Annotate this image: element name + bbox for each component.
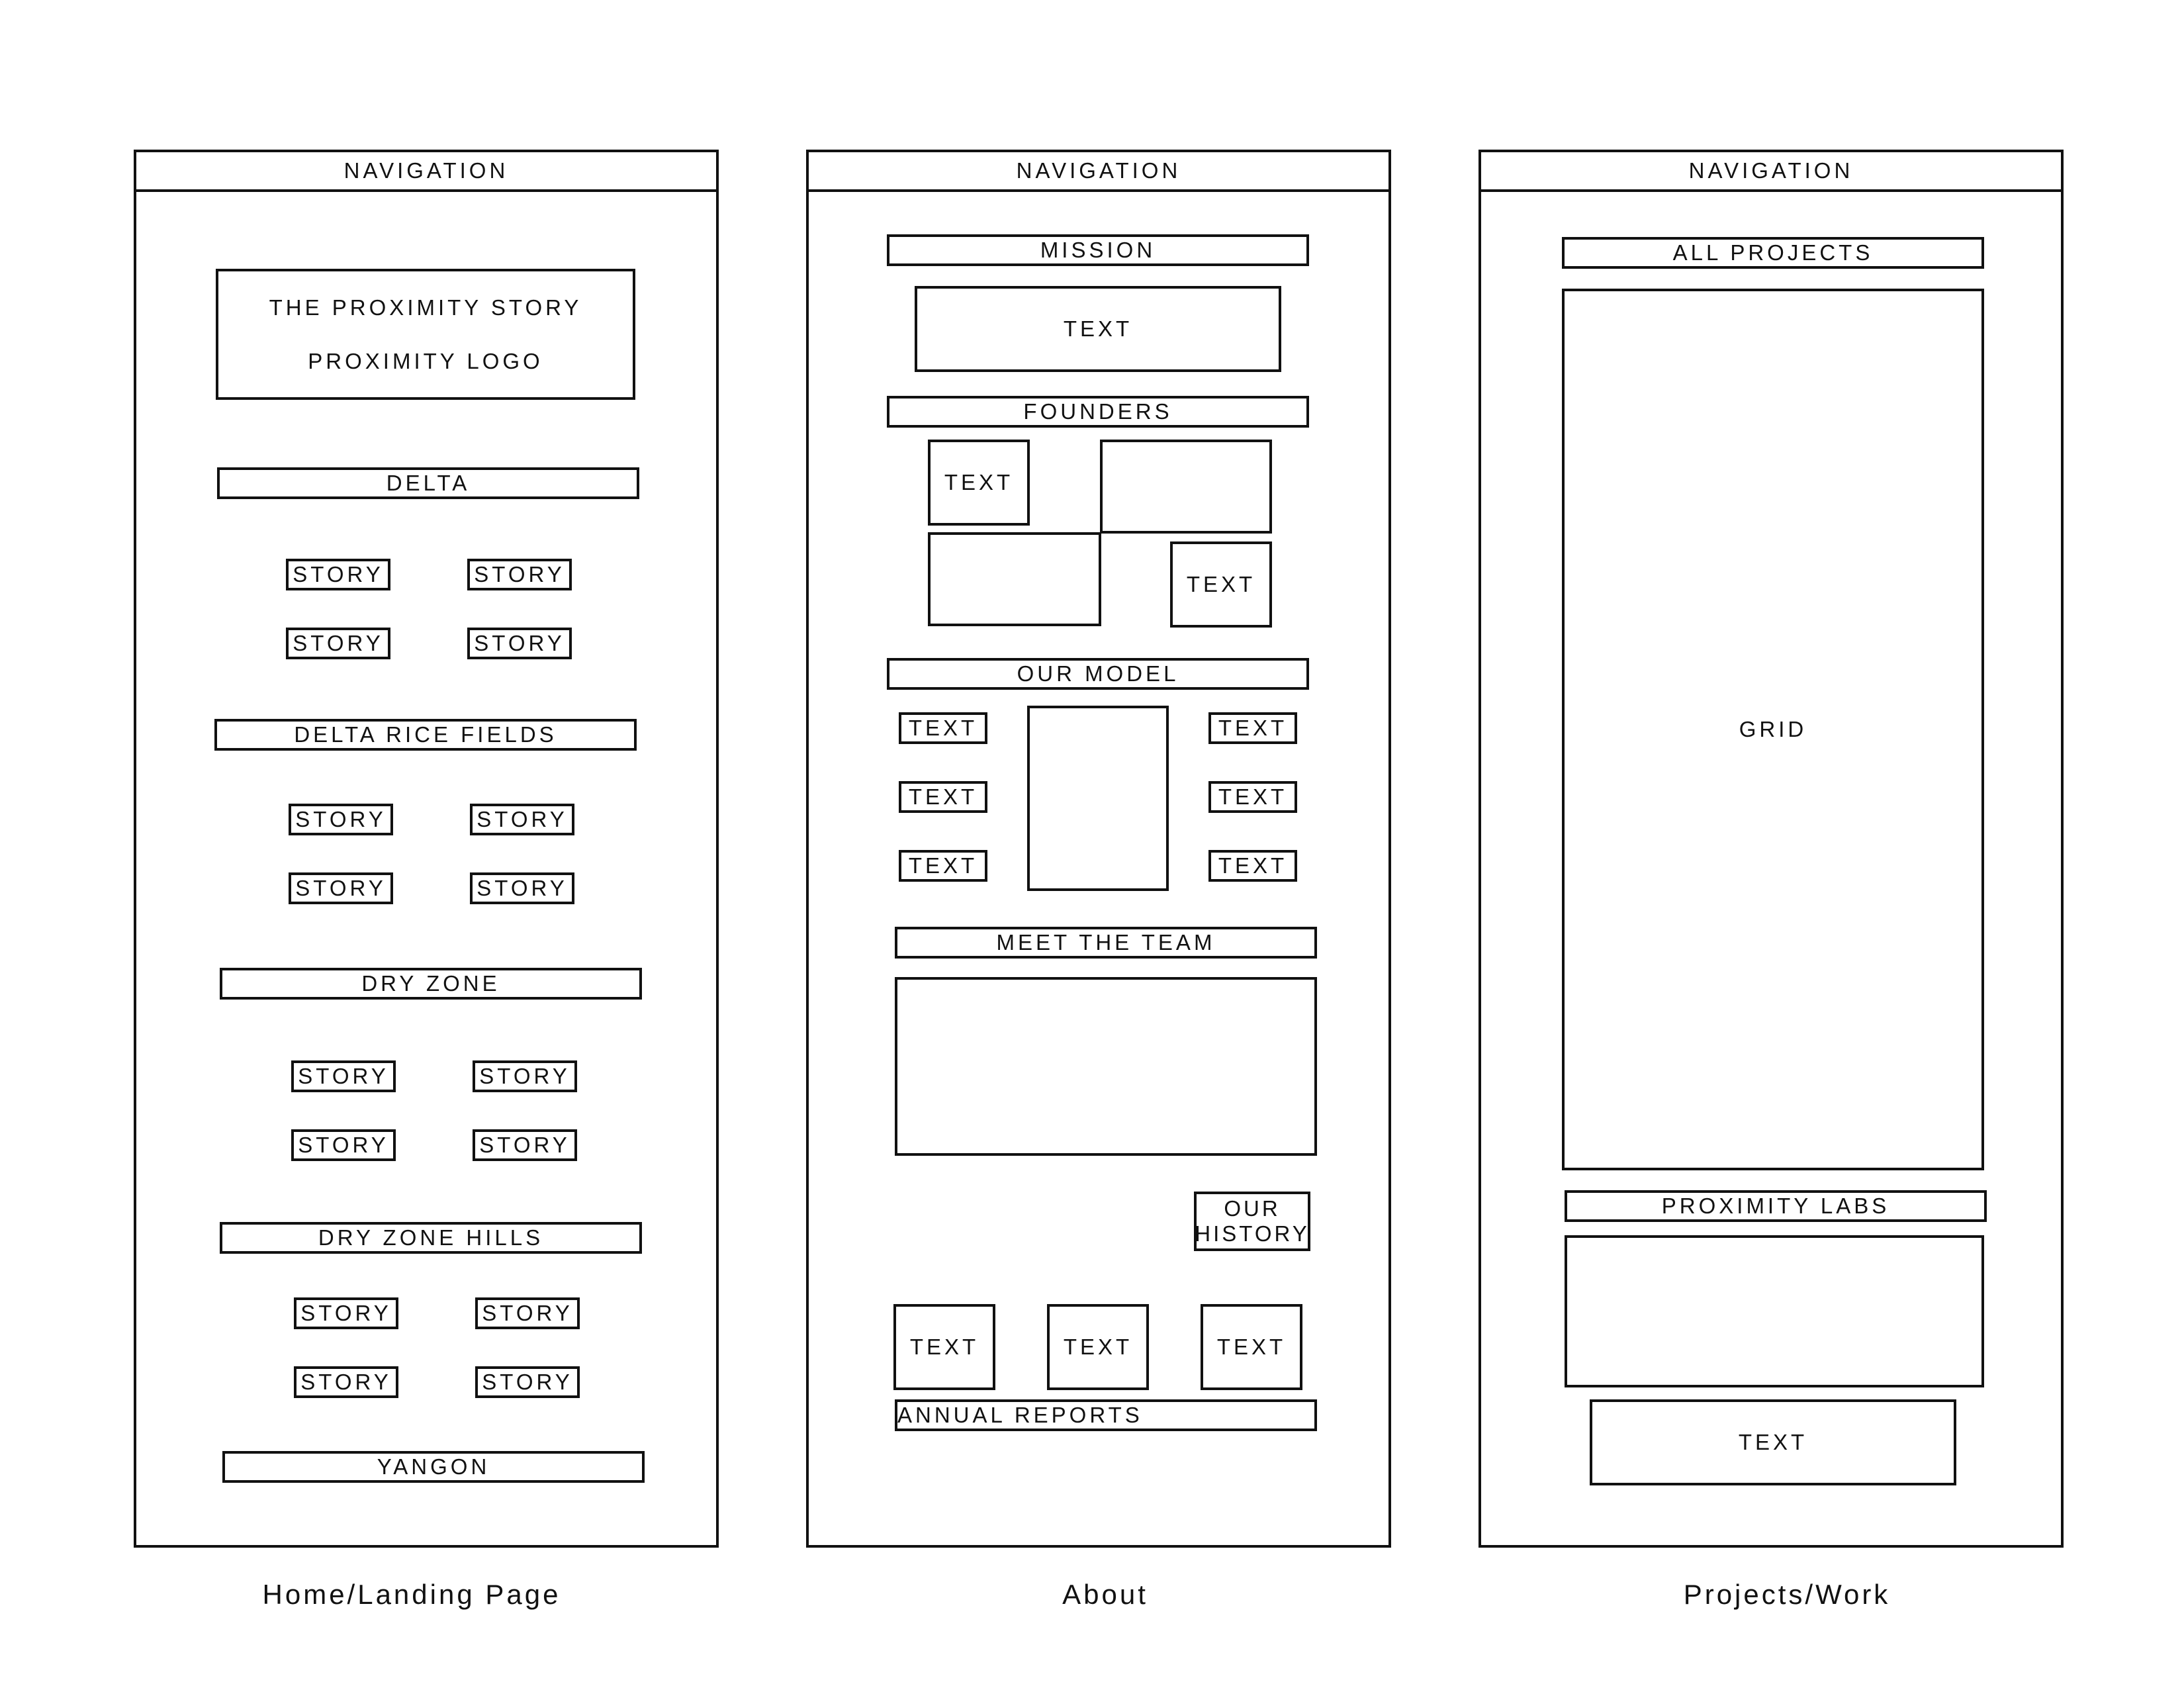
- home-hero-logo: PROXIMITY LOGO: [308, 348, 543, 373]
- projects-caption: Projects/Work: [1683, 1579, 1891, 1610]
- home-section-dry-zone: DRY ZONE: [220, 968, 642, 1000]
- about-model-text: TEXT: [899, 781, 987, 813]
- home-hero-title: THE PROXIMITY STORY: [269, 295, 582, 320]
- about-founder-image: [1100, 440, 1272, 534]
- about-our-model-header: OUR MODEL: [887, 658, 1309, 690]
- projects-grid: GRID: [1562, 289, 1984, 1170]
- home-story-box: STORY: [289, 804, 393, 835]
- about-founder-text: TEXT: [1170, 541, 1272, 628]
- home-story-box: STORY: [286, 559, 390, 590]
- projects-proximity-labs-header: PROXIMITY LABS: [1565, 1190, 1987, 1222]
- about-model-image: [1027, 706, 1169, 891]
- home-story-box: STORY: [291, 1060, 396, 1092]
- about-history-text: TEXT: [1047, 1304, 1149, 1390]
- projects-wireframe: NAVIGATION ALL PROJECTS GRID PROXIMITY L…: [1479, 150, 2064, 1548]
- home-section-delta: DELTA: [217, 467, 639, 499]
- about-caption: About: [1062, 1579, 1148, 1610]
- about-history-text: TEXT: [1201, 1304, 1302, 1390]
- home-story-box: STORY: [473, 1060, 577, 1092]
- projects-labs-image: [1565, 1235, 1984, 1387]
- home-navigation-bar: NAVIGATION: [136, 152, 716, 192]
- home-story-box: STORY: [289, 872, 393, 904]
- home-story-box: STORY: [470, 804, 574, 835]
- about-model-text: TEXT: [899, 712, 987, 744]
- about-history-text: TEXT: [893, 1304, 995, 1390]
- home-story-box: STORY: [475, 1366, 580, 1398]
- about-model-text: TEXT: [1208, 781, 1297, 813]
- about-annual-reports-header: ANNUAL REPORTS: [895, 1399, 1317, 1431]
- about-team-image: [895, 977, 1317, 1156]
- home-story-box: STORY: [291, 1129, 396, 1161]
- home-hero-box: THE PROXIMITY STORY PROXIMITY LOGO: [216, 269, 635, 400]
- projects-navigation-bar: NAVIGATION: [1481, 152, 2061, 192]
- home-story-box: STORY: [294, 1297, 398, 1329]
- about-model-text: TEXT: [899, 850, 987, 882]
- about-mission-text: TEXT: [915, 286, 1281, 372]
- about-model-text: TEXT: [1208, 850, 1297, 882]
- home-story-box: STORY: [467, 559, 572, 590]
- home-wireframe: NAVIGATION THE PROXIMITY STORY PROXIMITY…: [134, 150, 719, 1548]
- about-navigation-bar: NAVIGATION: [809, 152, 1388, 192]
- home-story-box: STORY: [294, 1366, 398, 1398]
- about-wireframe: NAVIGATION MISSION TEXT FOUNDERS TEXT TE…: [806, 150, 1391, 1548]
- projects-all-projects-header: ALL PROJECTS: [1562, 237, 1984, 269]
- about-meet-the-team-header: MEET THE TEAM: [895, 927, 1317, 959]
- about-founders-header: FOUNDERS: [887, 396, 1309, 428]
- about-our-history-header: OUR HISTORY: [1194, 1192, 1310, 1251]
- home-story-box: STORY: [467, 628, 572, 659]
- home-section-delta-rice-fields: DELTA RICE FIELDS: [214, 719, 637, 751]
- projects-text: TEXT: [1590, 1399, 1956, 1485]
- home-section-yangon: YANGON: [222, 1451, 645, 1483]
- about-founder-text: TEXT: [928, 440, 1030, 526]
- about-model-text: TEXT: [1208, 712, 1297, 744]
- home-story-box: STORY: [473, 1129, 577, 1161]
- home-story-box: STORY: [470, 872, 574, 904]
- about-mission-header: MISSION: [887, 234, 1309, 266]
- home-story-box: STORY: [475, 1297, 580, 1329]
- about-founder-image: [928, 532, 1101, 626]
- home-story-box: STORY: [286, 628, 390, 659]
- home-caption: Home/Landing Page: [262, 1579, 561, 1610]
- home-section-dry-zone-hills: DRY ZONE HILLS: [220, 1222, 642, 1254]
